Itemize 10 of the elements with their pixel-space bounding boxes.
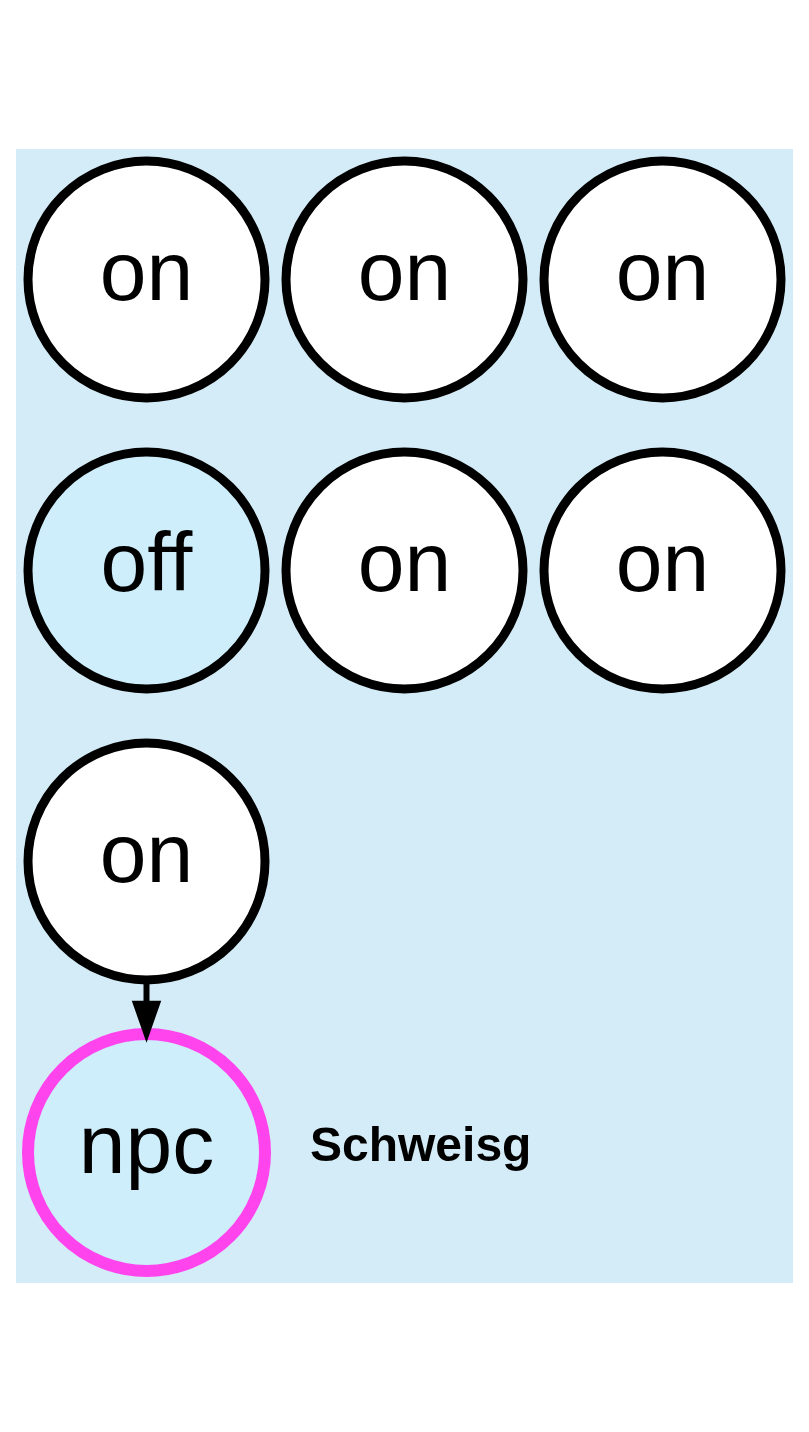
node-circle: on bbox=[281, 156, 528, 403]
node-circle: on bbox=[23, 738, 270, 985]
node-circle: on bbox=[539, 447, 786, 694]
node-circle: on bbox=[23, 156, 270, 403]
node-circle: on bbox=[281, 447, 528, 694]
label: Schweisg bbox=[310, 1117, 532, 1171]
node-circle: off bbox=[23, 447, 270, 694]
node-circle: npc bbox=[22, 1028, 271, 1277]
node-circle: on bbox=[539, 156, 786, 403]
arrow bbox=[131, 980, 162, 1043]
